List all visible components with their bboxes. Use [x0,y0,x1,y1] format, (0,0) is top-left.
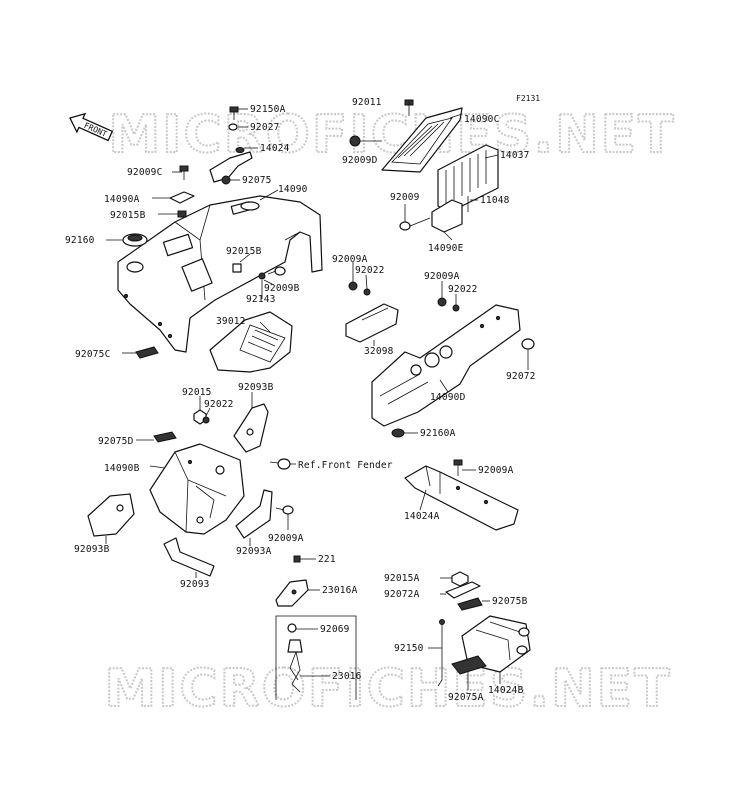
clamp-92072a [445,581,481,599]
label-39012: 39012 [216,316,246,327]
figure-code: F2131 [516,94,540,103]
pad-92075a [451,655,487,675]
label-92009a-lower: 92009A [478,465,514,476]
tray-14090b [149,443,245,535]
label-92009a-right: 92009A [424,271,460,282]
label-92009b: 92009B [264,283,300,294]
bracket-14024 [209,147,253,183]
leader-lines [105,102,529,690]
label-92022-right: 92022 [448,284,478,295]
watermark-bottom: MICROFICHES.NET [104,659,671,719]
rod-92150 [437,619,445,687]
label-92093b-left: 92093B [74,544,110,555]
label-92015b-left: 92015B [110,210,146,221]
bolt-92009a-lower [453,459,463,476]
pad-92075 [221,175,231,185]
washer-92022-right [452,304,460,312]
label-92009a-bottom: 92009A [268,533,304,544]
washer-92022-mid [363,288,371,296]
bolt-92009d [349,135,361,147]
label-92069: 92069 [320,624,350,635]
part-labels: 92150A 92027 14024 92075 14090 92009C 14… [65,97,536,703]
label-14090e: 14090E [428,243,464,254]
watermark-top: MICROFICHES.NET [108,105,675,165]
label-92022-left: 92022 [204,399,234,410]
label-92009a-mid: 92009A [332,254,368,265]
label-92072: 92072 [506,371,536,382]
bolt-92009c [179,165,189,180]
label-92093a: 92093A [236,546,272,557]
label-92150a: 92150A [250,104,286,115]
grille-14037 [437,144,499,213]
pad-92075d [153,431,177,443]
label-92093: 92093 [180,579,210,590]
label-92015: 92015 [182,387,212,398]
clamp-92072 [521,338,535,350]
label-23016: 23016 [332,671,362,682]
bracket-32098 [345,303,399,343]
bracket-92093a [235,489,273,539]
label-32098: 32098 [364,346,394,357]
label-92075b: 92075B [492,596,528,607]
plate-14090a [169,191,195,204]
bolt-92009a-mid [348,281,358,291]
plate-14090e [431,199,463,233]
clip-92015b-center [232,263,242,273]
label-92160: 92160 [65,235,95,246]
label-14024: 14024 [260,143,290,154]
label-14024a: 14024A [404,511,440,522]
label-92075: 92075 [242,175,272,186]
bracket-14024a [404,465,519,531]
pin-221 [293,555,301,563]
pad-92075c [135,346,159,359]
label-92009d: 92009D [342,155,378,166]
label-14090b: 14090B [104,463,140,474]
label-14090a: 14090A [104,194,140,205]
collar-92143 [258,272,266,280]
duct-39012 [209,311,293,373]
label-92143: 92143 [246,294,276,305]
harness-box-23016 [275,615,357,700]
washer-92022-left [202,416,210,424]
label-92027: 92027 [250,122,280,133]
label-92015a: 92015A [384,573,420,584]
label-ref-front-fender: Ref.Front Fender [298,460,393,471]
bracket-92093b-left [87,493,135,537]
label-92150: 92150 [394,643,424,654]
bolt-92009b [267,266,286,276]
clip-92015b-left [177,210,187,218]
label-92015b-center: 92015B [226,246,262,257]
label-92011: 92011 [352,97,382,108]
label-14090: 14090 [278,184,308,195]
bracket-92093 [163,537,215,577]
pad-92075b [457,597,483,611]
label-14037: 14037 [500,150,530,161]
bolt-92150a [229,106,239,120]
label-14090d: 14090D [430,392,466,403]
bolt-92009a-right [437,297,447,307]
label-11048: 11048 [480,195,510,206]
plate-14090d [371,304,521,427]
label-221: 221 [318,554,336,565]
label-92022-mid: 92022 [355,265,385,276]
label-92072a: 92072A [384,589,420,600]
label-92160a: 92160A [420,428,456,439]
label-14024b: 14024B [488,685,524,696]
label-92093b-upper: 92093B [238,382,274,393]
bolt-92009 [399,217,431,231]
label-23016a: 23016A [322,585,358,596]
grommet-92160a [391,428,405,438]
nut-92015a [451,571,469,587]
fender-housing-14090 [117,195,323,353]
label-92075d: 92075D [98,436,134,447]
label-92075a: 92075A [448,692,484,703]
label-92009c: 92009C [127,167,163,178]
washer-92027 [228,123,238,131]
grommet-92160 [122,233,148,247]
label-92075c: 92075C [75,349,111,360]
label-92009: 92009 [390,192,420,203]
label-14090c: 14090C [464,114,500,125]
